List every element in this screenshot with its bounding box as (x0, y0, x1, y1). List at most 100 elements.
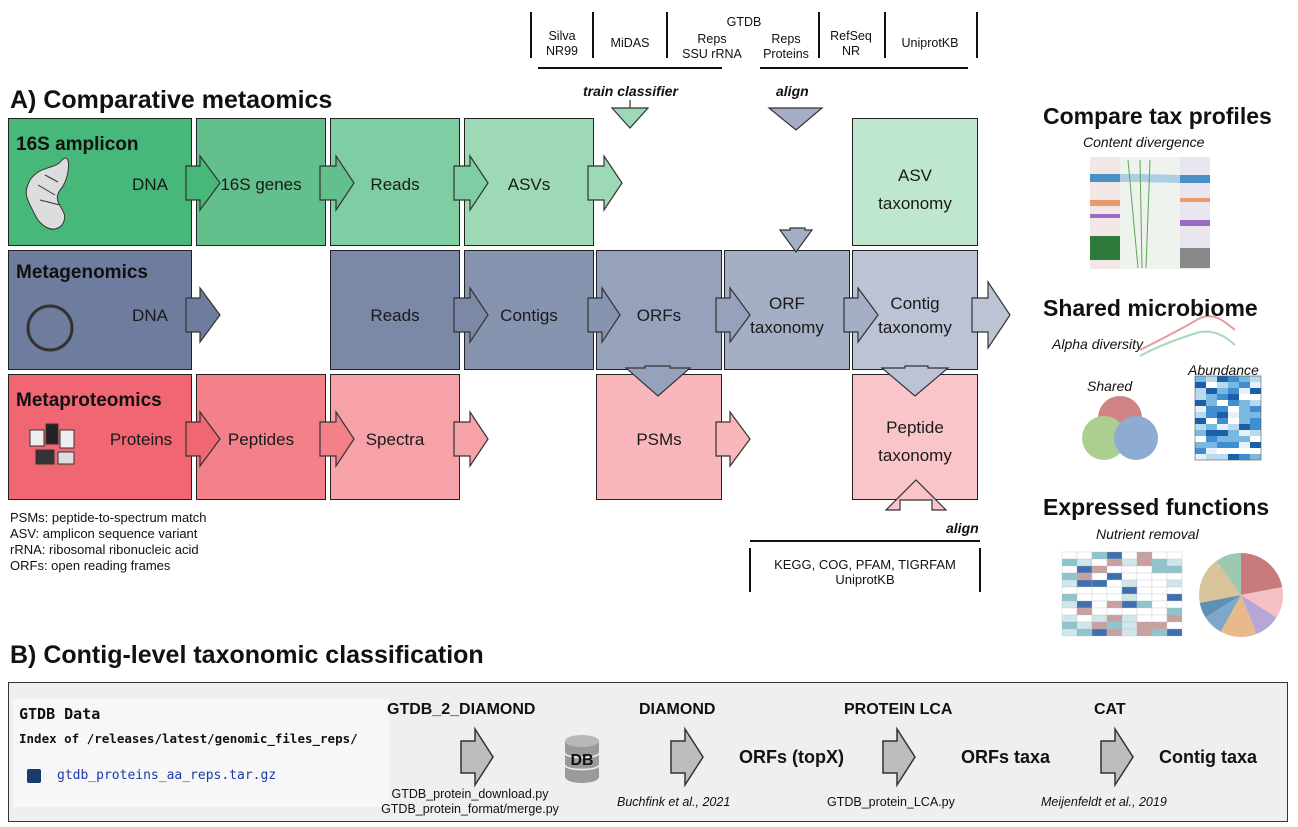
nutrient-cell (1166, 621, 1183, 630)
arrow-mg-6 (971, 280, 1011, 350)
heatmap-cell (1195, 430, 1206, 436)
nutrient-cell (1106, 600, 1123, 609)
heatmap-cell (1195, 448, 1206, 454)
heatmap-cell (1206, 454, 1217, 460)
arrow-mg-5 (843, 286, 879, 344)
section-b-title: B) Contig-level taxonomic classification (10, 641, 484, 669)
nutrient-cell (1076, 593, 1093, 602)
box-asv-taxonomy (852, 118, 978, 246)
nutrient-cell (1166, 565, 1183, 574)
train-classifier-label: train classifier (583, 83, 678, 99)
nutrient-cell (1076, 558, 1093, 567)
legend-item: PSMs: peptide-to-spectrum match (10, 510, 207, 525)
pipeline-arrow (882, 726, 916, 788)
nutrient-cell (1151, 607, 1168, 616)
heatmap-cell (1250, 418, 1261, 424)
database-icon (564, 735, 600, 783)
nutrient-cell (1106, 558, 1123, 567)
step-note: GTDB_protein_LCA.py (827, 795, 955, 809)
gtdb-data-title: GTDB Data (19, 705, 101, 723)
nutrient-cell (1121, 607, 1138, 616)
heatmap-cell (1195, 454, 1206, 460)
heatmap-cell (1217, 436, 1228, 442)
heatmap-cell (1228, 418, 1239, 424)
db-underline-right (760, 67, 968, 69)
heatmap-cell (1250, 436, 1261, 442)
align-label-top: align (776, 83, 809, 99)
heatmap-cell (1195, 412, 1206, 418)
heatmap-cell (1195, 406, 1206, 412)
arrow-mg-4 (715, 286, 751, 344)
heatmap-cell (1228, 442, 1239, 448)
heatmap-cell (1239, 394, 1250, 400)
heatmap-cell (1239, 448, 1250, 454)
nutrient-cell (1091, 579, 1108, 588)
pie-slice (1241, 587, 1284, 618)
nutrient-cell (1166, 600, 1183, 609)
nutrient-cell (1106, 614, 1123, 623)
heatmap-cell (1228, 406, 1239, 412)
nutrient-cell (1091, 593, 1108, 602)
heatmap-cell (1228, 388, 1239, 394)
pipeline-panel: GTDB Data Index of /releases/latest/geno… (8, 682, 1288, 822)
nutrient-cell (1151, 572, 1168, 581)
pie-slice (1199, 595, 1241, 618)
nutrient-cell (1136, 586, 1153, 595)
nutrient-cell (1106, 586, 1123, 595)
db-divider (818, 12, 820, 58)
align-label-bottom: align (946, 520, 979, 536)
heatmap-cell (1250, 448, 1261, 454)
heatmap-cell (1239, 418, 1250, 424)
heatmap-cell (1206, 412, 1217, 418)
heatmap-cell (1239, 382, 1250, 388)
gtdb-file-link[interactable]: gtdb_proteins_aa_reps.tar.gz (57, 768, 277, 783)
expressed-subtitle: Nutrient removal (1096, 526, 1199, 542)
nutrient-cell (1151, 600, 1168, 609)
heatmap-cell (1228, 400, 1239, 406)
heatmap-cell (1206, 436, 1217, 442)
nutrient-cell (1106, 593, 1123, 602)
step-label: DNA (132, 175, 168, 194)
nutrient-cell (1061, 600, 1078, 609)
nutrient-cell (1061, 572, 1078, 581)
contig-to-peptide-arrow (880, 365, 950, 397)
nutrient-cell (1121, 628, 1138, 637)
legend-item: rRNA: ribosomal ribonucleic acid (10, 542, 199, 557)
nutrient-cell (1121, 579, 1138, 588)
step-note: Meijenfeldt et al., 2019 (1041, 795, 1167, 809)
nutrient-cell (1136, 593, 1153, 602)
nutrient-cell (1106, 628, 1123, 637)
nutrient-cell (1136, 579, 1153, 588)
pie-slice (1205, 595, 1241, 632)
heatmap-cell (1228, 376, 1239, 382)
step-label: ORF taxonomy (750, 294, 824, 337)
nutrient-cell (1151, 558, 1168, 567)
arrow-mg-2 (453, 286, 489, 344)
heatmap-cell (1250, 382, 1261, 388)
peptide-taxonomy-label: Peptide taxonomy (878, 418, 952, 465)
step-name: GTDB_2_DIAMOND (387, 701, 536, 718)
step-name: CAT (1094, 701, 1126, 718)
pipeline-arrow (1100, 726, 1134, 788)
heatmap-cell (1206, 442, 1217, 448)
nutrient-cell (1166, 607, 1183, 616)
train-arrow (610, 100, 650, 129)
nutrient-cell (1091, 586, 1108, 595)
output-label: Contig taxa (1159, 747, 1258, 767)
arrow-16s-1 (185, 154, 221, 212)
nutrient-cell (1091, 558, 1108, 567)
nutrient-cell (1166, 572, 1183, 581)
nutrient-cell (1061, 621, 1078, 630)
nutrient-cell (1091, 621, 1108, 630)
step-label: Reads (370, 306, 420, 325)
pipeline-arrow (670, 726, 704, 788)
download-file-icon (27, 769, 41, 783)
nutrient-cell (1076, 565, 1093, 574)
heatmap-cell (1239, 400, 1250, 406)
nutrient-cell (1166, 593, 1183, 602)
nutrient-heatmap (1061, 551, 1183, 637)
heatmap-cell (1250, 388, 1261, 394)
box-mg-contigs (464, 250, 594, 370)
db-gtdb-ssu: Reps SSU rRNA (682, 32, 742, 61)
step-label: DNA (132, 306, 168, 325)
